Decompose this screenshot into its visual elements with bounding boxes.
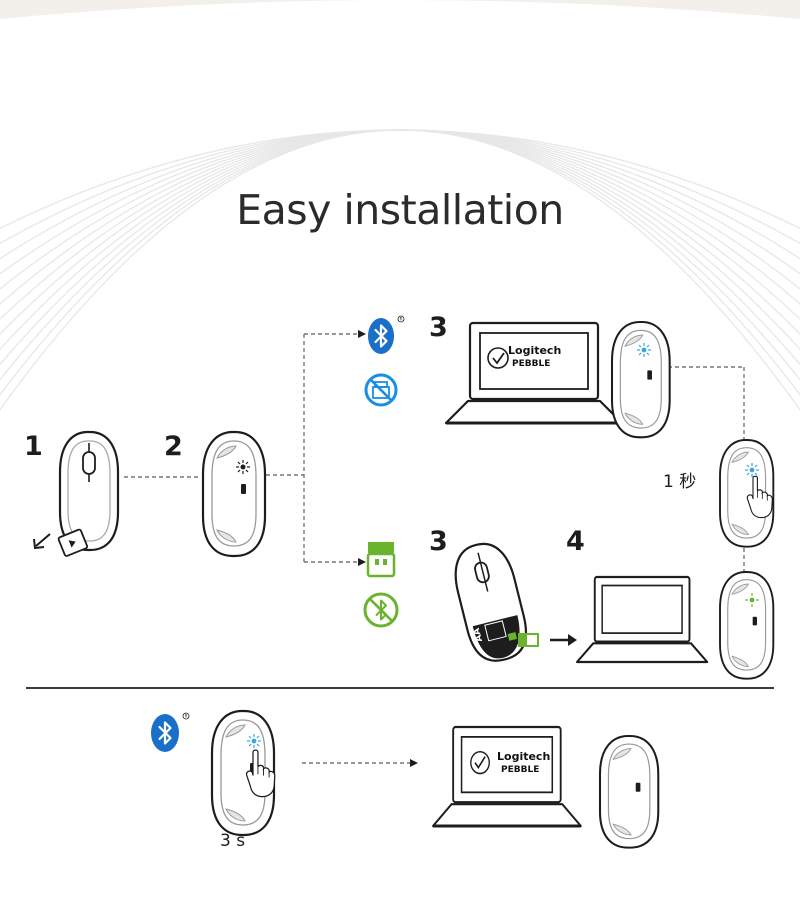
insert-arrow-icon [550,634,577,646]
step-1-label: 1 [24,431,43,462]
no-usb-receiver-icon [364,373,398,407]
step-3-receiver-label: 3 [429,526,448,557]
usb-receiver-icon [366,542,396,578]
step-2-label: 2 [164,431,183,462]
svg-text:R: R [185,714,188,719]
paired-mouse-bottom-2 [598,734,660,849]
background-swirl [0,129,800,412]
top-edge-shade [0,0,800,20]
mouse-battery-install [454,542,528,662]
step-4-label: 4 [566,526,585,557]
flow-connectors [124,333,745,764]
check-circle-icon-bottom [470,750,490,775]
laptop-receiver [576,575,709,664]
usb-receiver-small-icon [518,633,539,647]
registered-mark-icon: R [397,315,405,323]
remove-door-arrow-icon [33,533,51,550]
registered-mark-icon-bottom: R [182,712,190,720]
screen-brand-top: Logitech [508,344,561,357]
bluetooth-icon-bottom [151,714,179,752]
receiver-paired-mouse [719,571,775,680]
laptop-bluetooth-bottom [431,725,583,828]
no-bluetooth-icon [363,592,399,628]
step-3-bluetooth-label: 3 [429,312,448,343]
screen-brand-bottom: Logitech [497,750,550,763]
svg-text:R: R [400,317,403,322]
hold-3-seconds-note: 3 s [220,831,245,851]
led-blink-icon-3 [246,733,262,749]
paired-mouse-bottom [610,320,671,439]
step-2-mouse-bottom [201,430,267,558]
step-1-mouse-top [58,430,120,552]
check-circle-icon [487,347,509,369]
page-title: Easy installation [236,186,564,234]
power-led-icon [236,460,250,474]
battery-door-tab [57,528,89,557]
led-blink-icon-2 [744,462,760,478]
connector-arrowheads [358,330,418,767]
hold-1-second-note: 1 秒 [663,472,696,492]
led-blink-icon [636,342,652,358]
screen-model-bottom: PEBBLE [501,765,539,775]
screen-model-top: PEBBLE [512,359,550,369]
bluetooth-icon [368,318,394,354]
led-green-icon [745,593,759,607]
battery-aa-label: AA [472,627,485,643]
laptop-bluetooth [444,321,624,425]
